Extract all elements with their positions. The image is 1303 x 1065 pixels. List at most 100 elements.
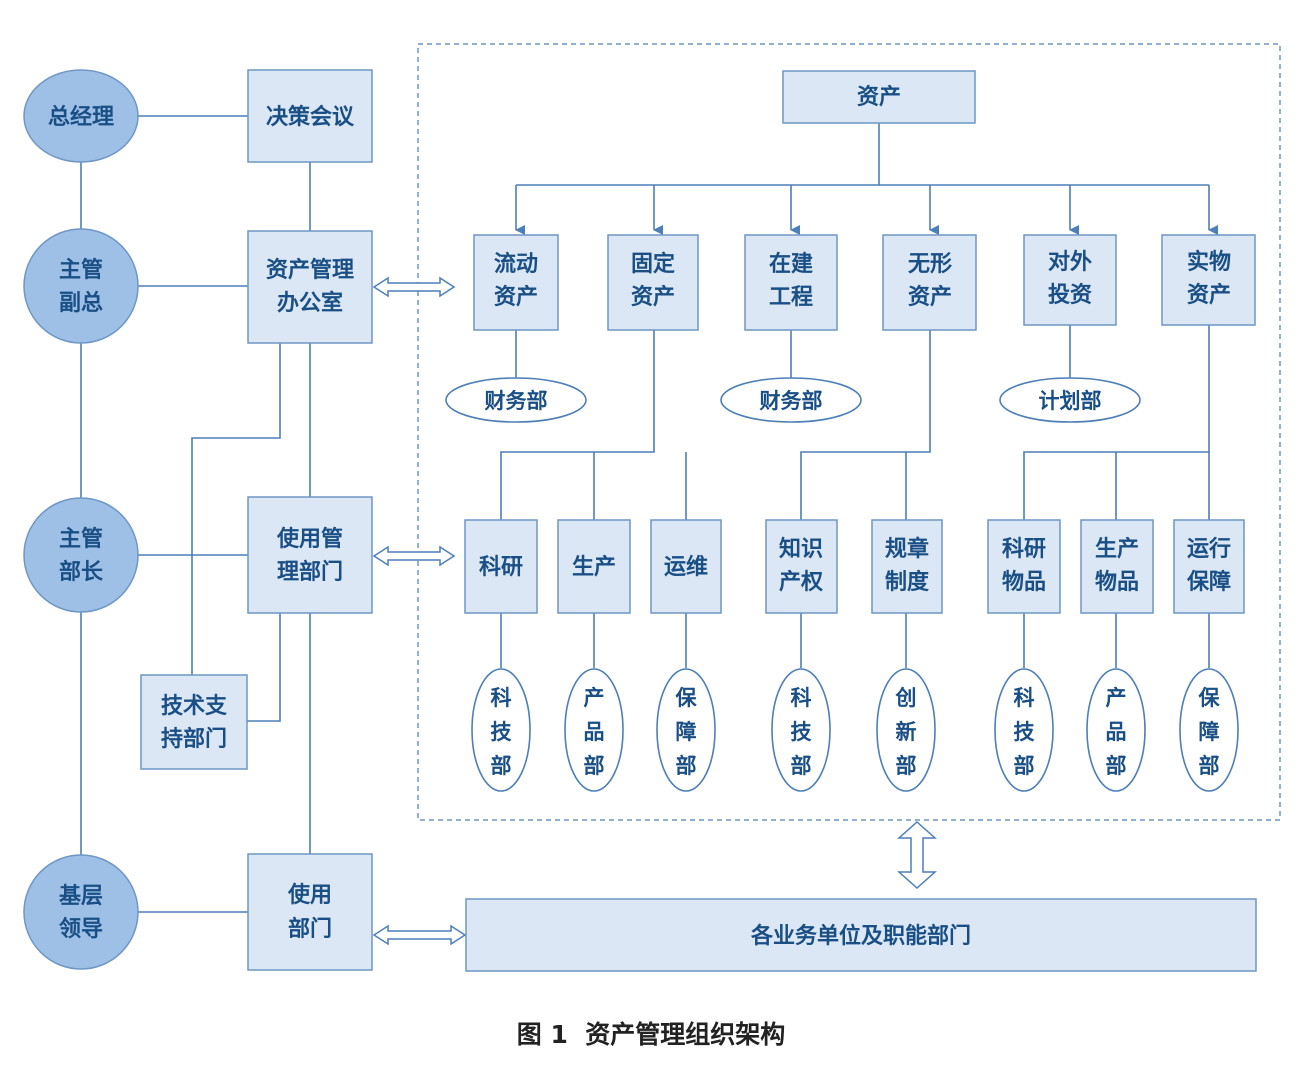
double-arrows [372, 276, 937, 946]
usage-dept-line2: 部门 [288, 916, 332, 942]
category-intangible-line2: 资产 [908, 285, 952, 310]
category-investment-box [1023, 234, 1117, 326]
sub-research-goods-box [987, 519, 1061, 614]
sub-ip-line2: 产权 [779, 569, 824, 595]
role-vp-line2: 副总 [59, 290, 103, 316]
decision-meeting-label: 决策会议 [266, 104, 355, 130]
asset-tree-connectors [500, 123, 1218, 668]
usage-dept-line1: 使用 [287, 883, 332, 908]
owner-current-oval [445, 377, 587, 423]
sub-owner-research-goods-oval [994, 668, 1054, 792]
sub-owner-operations-char1: 保 [675, 686, 698, 710]
sub-operation-support-box [1173, 519, 1245, 614]
usage-management-box [247, 496, 373, 614]
sub-ip-line1: 知识 [779, 536, 823, 562]
sub-owner-operations-oval [656, 668, 716, 792]
usage-management-line2: 理部门 [277, 559, 343, 585]
region-to-units-arrow [897, 820, 937, 890]
category-physical-box [1161, 234, 1256, 326]
role-vp: 主管 副总 [23, 228, 139, 344]
category-fixed-line1: 固定 [631, 251, 675, 277]
sub-owner-operation-support-oval [1179, 668, 1239, 792]
tech-support-box [140, 674, 248, 770]
sub-owner-production-char3: 部 [584, 754, 605, 778]
sub-owner-research-char2: 技 [491, 720, 513, 744]
sub-owner-rules-char1: 创 [895, 686, 917, 710]
sub-production-label: 生产 [572, 555, 616, 580]
role-department-head: 主管 部长 [23, 497, 139, 613]
category-current-line2: 资产 [494, 285, 538, 310]
figure-caption: 图 1 资产管理组织架构 [517, 1020, 786, 1049]
sub-owner-production-goods-char3: 部 [1106, 754, 1127, 778]
business-units-label: 各业务单位及职能部门 [750, 923, 971, 949]
left-boxes [140, 69, 373, 971]
category-physical-line2: 资产 [1187, 283, 1231, 308]
usage-mgmt-to-assets-arrow [372, 545, 456, 567]
sub-owner-research-char3: 部 [491, 754, 512, 778]
owner-current-label: 财务部 [485, 389, 548, 413]
sub-ip-box [765, 519, 838, 614]
category-current-line1: 流动 [494, 251, 538, 277]
sub-production-goods-line2: 物品 [1095, 569, 1139, 595]
sub-owner-research-goods-char2: 技 [1014, 720, 1036, 744]
sub-operations-box [650, 519, 722, 614]
sub-owner-research-char1: 科 [491, 686, 512, 710]
sub-rules-box [871, 519, 943, 614]
asset-root-box [782, 70, 976, 124]
category-intangible-line1: 无形 [908, 252, 952, 277]
asset-root-label: 资产 [857, 85, 901, 110]
owner-investment-oval [999, 377, 1141, 423]
sub-operation-support-line2: 保障 [1186, 569, 1231, 595]
sub-owner-operation-support-char2: 障 [1199, 720, 1220, 744]
role-general-manager-label: 总经理 [48, 104, 114, 130]
sub-owner-production-char2: 品 [584, 720, 605, 744]
sub-research-goods-line1: 科研 [1002, 537, 1046, 562]
decision-meeting-box [247, 69, 373, 163]
owner-construction-label: 财务部 [760, 389, 823, 413]
owner-investment-label: 计划部 [1039, 389, 1102, 413]
sub-owner-production-goods-char2: 品 [1106, 720, 1127, 744]
category-owner-ovals [445, 377, 1141, 423]
role-grassroots-leader-line1: 基层 [59, 884, 103, 909]
role-general-manager: 总经理 [23, 69, 139, 163]
tech-support-line1: 技术支 [161, 694, 228, 719]
category-construction-box [744, 234, 838, 331]
role-grassroots-leader-line2: 领导 [59, 916, 103, 942]
category-fixed-box [607, 234, 699, 331]
office-to-assets-arrow [372, 276, 456, 298]
asset-office-line2: 办公室 [277, 290, 343, 316]
usage-dept-to-units-arrow [372, 924, 467, 946]
sub-owner-operation-support-char1: 保 [1198, 686, 1221, 710]
sub-production-goods-line1: 生产 [1095, 537, 1139, 562]
sub-research-box [464, 519, 538, 614]
asset-region-frame [417, 43, 1281, 821]
sub-owner-ip-char1: 科 [791, 686, 812, 710]
sub-owner-ip-char3: 部 [791, 754, 812, 778]
sub-owner-rules-char3: 部 [896, 754, 917, 778]
sub-owner-production-goods-char1: 产 [1106, 686, 1127, 710]
sub-rules-line1: 规章 [885, 536, 929, 562]
sub-production-box [557, 519, 631, 614]
sub-owner-production-goods-oval [1086, 668, 1146, 792]
usage-dept-box [247, 853, 373, 971]
role-department-head-line2: 部长 [59, 559, 104, 585]
tech-support-line2: 持部门 [161, 726, 227, 752]
category-physical-line1: 实物 [1187, 249, 1231, 275]
sub-research-goods-line2: 物品 [1002, 569, 1046, 595]
sub-production-goods-box [1080, 519, 1154, 614]
category-intangible-box [882, 234, 977, 331]
sub-owner-research-goods-char1: 科 [1014, 686, 1035, 710]
asset-office-box [247, 230, 373, 344]
owner-construction-oval [720, 377, 862, 423]
sub-owner-production-oval [564, 668, 624, 792]
role-circles: 总经理 主管 副总 主管 部长 基层 领导 [23, 69, 139, 970]
sub-owner-labels: 科 技 部 产 品 部 保 障 部 科 技 部 创 新 部 科 技 部 产 品 … [491, 686, 1221, 778]
role-department-head-line1: 主管 [59, 526, 103, 552]
subcategory-boxes [464, 519, 1245, 614]
sub-owner-operations-char3: 部 [676, 754, 697, 778]
asset-category-boxes [473, 234, 1256, 331]
sub-owner-ip-char2: 技 [791, 720, 813, 744]
role-vp-line1: 主管 [59, 257, 103, 283]
sub-owner-operations-char2: 障 [676, 720, 697, 744]
